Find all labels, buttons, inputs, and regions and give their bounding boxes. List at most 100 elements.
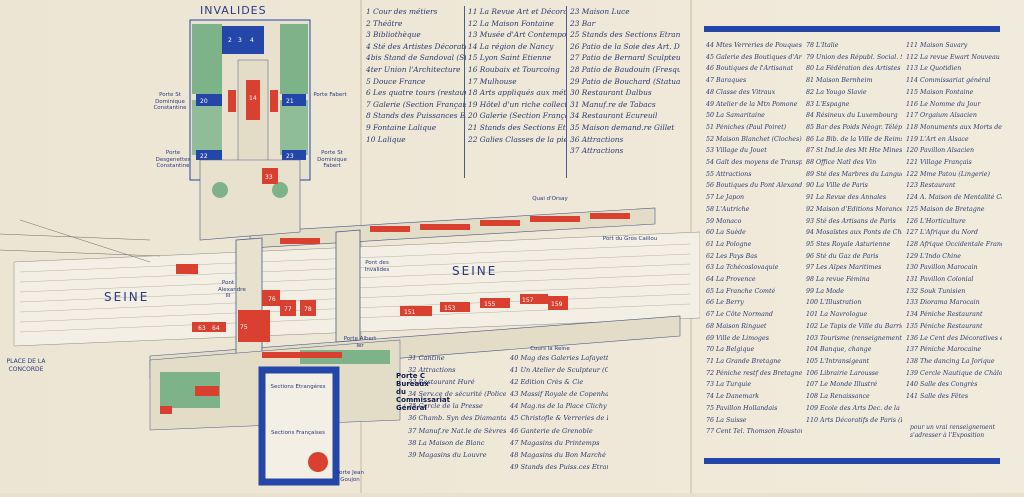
legend-item: 39 Magasins du Louvre [408,450,487,459]
svg-text:33: 33 [265,174,273,181]
legend-item: 31 Cantine [408,354,445,362]
legend-item: 48 Magasins du Bon Marché [510,450,606,459]
legend-item: 55 Attractions [706,170,752,178]
legend-item: 10 Lalique [366,134,406,144]
legend-item: 92 Maison d'Editions Morance et Maison C… [806,205,902,213]
svg-text:64: 64 [212,325,220,332]
legend-item: 36 Chamb. Syn des Diamantaires [408,414,506,423]
pavilion-17 [270,90,278,112]
legend-item: 61 La Pologne [706,240,752,248]
svg-text:21: 21 [286,98,294,105]
porte-jean-goujon-label: Porte Jean Goujon [336,470,364,483]
legend-item: 84 Résineux du Luxembourg [806,112,898,120]
paper-fold [360,0,362,493]
top-blue-rule [704,26,1000,32]
legend-col-6: 111 Maison Savary 112 La revue Ewart Nou… [906,40,1002,403]
legend-item: 43 Massif Royale de Copenhague [510,390,608,399]
legend-item: 14 La région de Nancy [468,41,554,51]
legend-item: 65 La Franche Comté [706,287,776,295]
legend-item: 102 Le Tapis de Ville du Barrière [806,322,902,330]
legend-item: 44 Mag.ns de la Place Clichy [510,402,607,411]
legend-item: 82 La Yougo Slavie [806,88,867,96]
svg-text:155: 155 [484,301,496,308]
legend-item: 123 Restaurant [906,182,956,190]
garden-left-south [192,100,222,155]
svg-text:75: 75 [240,324,248,331]
quai-orsay-label: Quai d'Orsay [532,196,568,202]
garden-right-south [280,100,308,155]
legend-item: 25 Stands des Sections Etrangères [570,30,680,40]
legend-item: 104 Banque, change [806,346,872,354]
legend-item: 122 Mme Patou (Lingerie) [906,170,990,178]
map-title: INVALIDES [200,4,267,17]
esplanade-south [199,159,301,241]
legend-item: 59 Monaco [706,217,742,225]
legend-item: 37 Attractions [570,146,624,156]
porte-fabert-label: Porte Fabert [313,92,347,98]
legend-item: 4ter Union l'Architecture [366,64,461,74]
legend-item: 35 Cercle de la Presse [408,402,483,411]
legend-item: 46 Ganterie de Grenoble [510,426,593,435]
legend-item: 93 Sté des Artisans de Paris [806,217,896,225]
legend-item: 141 Salle des Fêtes [906,393,969,401]
legend-item: 19 Hôtel d'un riche collectionneur [468,99,566,109]
legend-item: 130 Pavillon Marocain [906,264,978,272]
legend-item: 101 La Navrologue [806,311,868,319]
legend-item: 118 Monuments aux Morts de l'Hartmannswi… [906,123,1002,131]
legend-item: 22 Galies Classes de la pierre, du bois,… [468,134,566,144]
legend-item: 103 Tourisme (renseignements voyages) [806,334,902,342]
river-pavilions [192,294,568,332]
svg-text:153: 153 [444,305,456,312]
legend-item: 114 Commissariat général [906,77,991,85]
legend-item: 45 Galerie des Boutiques d'Artisanat [706,53,802,61]
legend-item: 63 La Tchécoslovaquie [706,264,779,272]
legend-item: 36 Attractions [570,134,624,144]
porte-c-label: Porte C Bureaux du Commissariat Général [396,372,450,412]
legend-item: 80 La Fédération des Artistes [806,65,901,73]
pont-alexandre-label: Pont Alexandre III [218,280,246,299]
legend-item: 32 Attractions [408,366,456,375]
legend-item: 29 Patio de Bouchard (Statuaire) [570,76,680,86]
legend-item: 137 Péniche Marocaine [906,346,982,354]
legend-item: 115 Maison Fontaine [906,88,974,96]
legend-item: 67 Le Côte Normand [706,311,773,319]
legend-item: 34 Serv.ce de sécurité (Police, Pompiers… [408,390,506,399]
svg-text:3: 3 [238,37,242,44]
legend-item: 131 Pavillon Colonial [906,276,974,284]
garden-round-right [272,182,288,198]
legend-item: 4bis Stand de Sandoval (Statuaires) [366,53,466,63]
legend-item: 51 Péniches (Paul Poiret) [706,123,787,131]
legend-item: 77 Cent Tel. Thomson Houston [706,428,802,436]
legend-item: 136 Le Cent des Décoratives et invention… [906,334,1002,342]
sections-etrangeres-label: Sections Etrangères [270,384,326,390]
legend-item: 90 La Ville de Paris [806,182,868,190]
legend-item: 97 Les Alpes Maritimes [806,264,882,272]
legend-item: 126 L'Horticulture [906,217,966,225]
legend-item: 69 Ville de Limoges [706,334,769,342]
legend-item: 91 La Revue des Annales [806,194,887,202]
legend-item: 120 Pavillon Alsacien [906,147,975,155]
legend-item: 34 Restaurant Ecureuil [570,111,658,121]
legend-item: 113 Le Quotidien [906,65,962,73]
svg-text:77: 77 [284,306,292,313]
legend-item: 17 Mulhouse [468,76,517,86]
building-cour-metiers [222,26,264,54]
legend-item: 23 Bar [570,18,596,28]
legend-item: 83 L'Espagne [806,100,850,108]
legend-item: 76 La Suisse [706,416,747,424]
legend-item: 26 Patio de la Soie des Art. Décorateurs [570,41,680,51]
river-label-east: SEINE [452,264,498,278]
legend-item: 85 Bar des Poids Néogr. Téléph. [806,123,902,131]
pont-des-invalides [335,229,361,343]
legend-item: 81 Maison Bernheim [806,77,873,85]
legend-item: 72 Péniche restf des Bretagne [706,369,802,377]
legend-item: 86 La Bib. de la Ville de Reims [806,135,902,143]
bottom-blue-rule [704,458,1000,464]
legend-item: 73 La Turquie [706,381,752,389]
legend-item: 71 La Grande Bretagne [706,357,782,365]
legend-bottom-col-1: 31 Cantine 32 Attractions 33 Restaurant … [408,352,506,461]
legend-item: 21 Stands des Sections Etrangères [468,122,566,132]
svg-text:159: 159 [551,301,563,308]
legend-item: 74 Le Danemark [706,393,760,401]
